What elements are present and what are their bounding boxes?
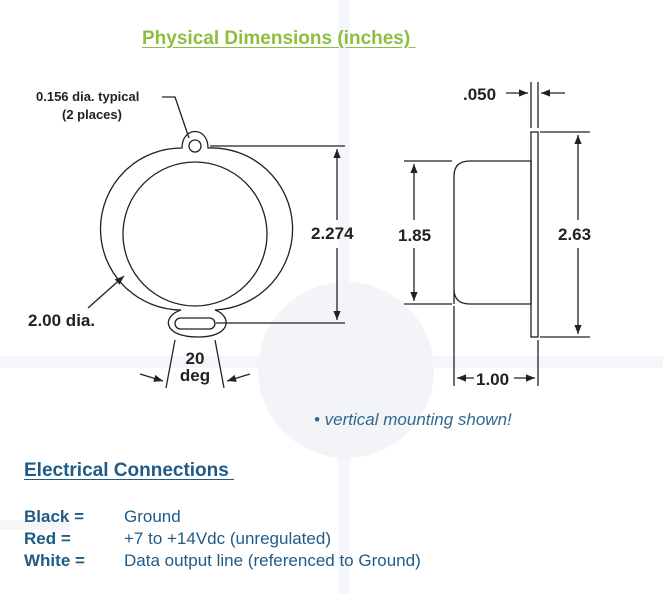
angle-unit: deg [179, 366, 211, 385]
wire-color: Black = [24, 507, 85, 526]
background-circle [258, 282, 434, 458]
body-height-label: 1.85 [398, 226, 432, 245]
connection-row-white: White = Data output line (referenced to G… [24, 551, 421, 571]
top-mounting-hole [188, 139, 202, 153]
electrical-connections-title: Electrical Connections [24, 460, 235, 481]
angle-value: 20 [185, 349, 205, 368]
connection-row-black: Black = Ground [24, 507, 181, 527]
diameter-label: 2.00 dia. [28, 311, 96, 330]
mounting-note: • vertical mounting shown! [314, 410, 512, 429]
diameter-leader-line [87, 275, 125, 309]
angle-label: 20 deg [172, 350, 218, 384]
depth-label: 1.00 [476, 370, 510, 389]
sensor-body-side [453, 160, 532, 305]
height-label: 2.274 [311, 224, 354, 243]
thickness-label: .050 [463, 85, 497, 104]
wire-color: Red = [24, 529, 71, 548]
hole-leader-line [162, 96, 190, 139]
wire-meaning: Data output line (referenced to Ground) [124, 551, 421, 570]
hole-label-line2: (2 places) [62, 107, 122, 122]
hole-label-line1: 0.156 dia. typical [36, 89, 140, 104]
background-horizontal-band-lower [0, 520, 70, 530]
wire-meaning: Ground [124, 507, 181, 526]
page-title: Physical Dimensions (inches) [142, 28, 416, 49]
sensor-inner-circle [122, 161, 268, 307]
sensor-outline [99, 131, 294, 338]
connection-row-red: Red = +7 to +14Vdc (unregulated) [24, 529, 331, 549]
wire-meaning: +7 to +14Vdc (unregulated) [124, 529, 331, 548]
wire-color: White = [24, 551, 85, 570]
bottom-mounting-slot [174, 317, 216, 330]
sensor-flange-side [530, 131, 539, 338]
flange-height-label: 2.63 [558, 225, 592, 244]
